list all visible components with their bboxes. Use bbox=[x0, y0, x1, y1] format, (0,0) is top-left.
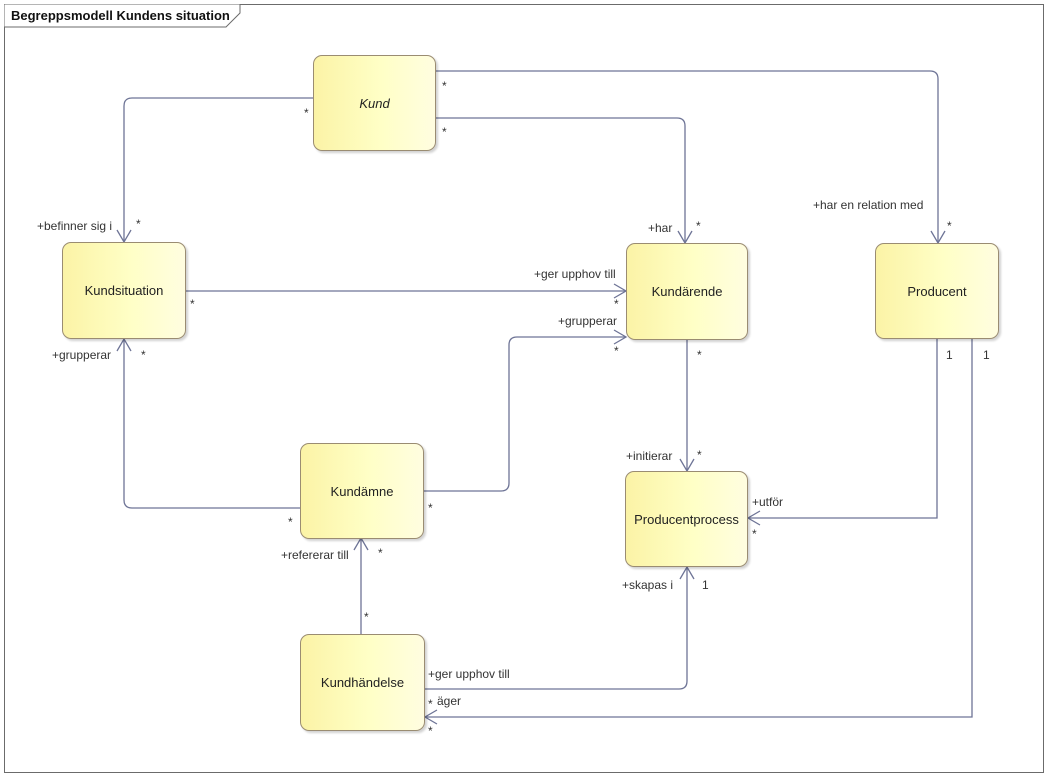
role-label: +skapas i bbox=[622, 578, 674, 592]
diagram-title: Begreppsmodell Kundens situation bbox=[11, 8, 230, 23]
role-label: +ger upphov till bbox=[534, 267, 616, 281]
arrow-head bbox=[746, 510, 761, 526]
edge-kundamne-kundarende bbox=[424, 336, 626, 492]
arrow-head bbox=[116, 337, 132, 352]
multiplicity-label: * bbox=[428, 501, 433, 515]
class-name: Kund bbox=[359, 95, 390, 111]
multiplicity-label: * bbox=[364, 610, 369, 624]
multiplicity-label: 1 bbox=[946, 348, 953, 362]
arrow-head bbox=[613, 329, 628, 345]
frame-title-tab bbox=[4, 4, 241, 28]
role-label: +utför bbox=[752, 495, 784, 509]
edge-kund-producent bbox=[436, 70, 939, 243]
edge-producent-producentprocess bbox=[748, 339, 938, 519]
multiplicity-label: * bbox=[752, 527, 757, 541]
role-label: +befinner sig i bbox=[37, 219, 113, 233]
class-name: Kundärende bbox=[651, 284, 723, 299]
edge-kund-kundsituation bbox=[123, 97, 313, 242]
role-label: äger bbox=[437, 694, 462, 708]
multiplicity-label: 1 bbox=[983, 348, 990, 362]
multiplicity-label: * bbox=[136, 217, 141, 231]
role-label: +grupperar bbox=[52, 348, 112, 362]
role-label: +initierar bbox=[626, 449, 673, 463]
class-box-producentprocess[interactable]: Producentprocess bbox=[625, 471, 748, 567]
multiplicity-label: * bbox=[190, 297, 195, 311]
association-lines bbox=[116, 70, 973, 725]
class-box-kundsituation[interactable]: Kundsituation bbox=[62, 242, 186, 339]
class-box-kundhandelse[interactable]: Kundhändelse bbox=[300, 634, 425, 731]
role-label: +refererar till bbox=[281, 548, 349, 562]
edge-kundhandelse-producentprocess bbox=[425, 567, 688, 690]
class-box-kundamne[interactable]: Kundämne bbox=[300, 443, 424, 539]
class-box-kundarende[interactable]: Kundärende bbox=[626, 243, 748, 340]
multiplicity-label: * bbox=[288, 515, 293, 529]
class-box-producent[interactable]: Producent bbox=[875, 243, 999, 339]
role-label: +grupperar bbox=[558, 314, 618, 328]
multiplicity-label: * bbox=[428, 724, 433, 738]
multiplicity-label: * bbox=[378, 546, 383, 560]
class-name: Kundhändelse bbox=[320, 675, 405, 690]
multiplicity-label: * bbox=[697, 448, 702, 462]
role-label: +ger upphov till bbox=[428, 667, 510, 681]
class-box-kund[interactable]: Kund bbox=[313, 55, 436, 151]
multiplicity-label: * bbox=[614, 297, 619, 311]
multiplicity-label: * bbox=[696, 219, 701, 233]
edge-producent-kundhandelse bbox=[425, 339, 973, 718]
diagram-frame bbox=[4, 4, 1044, 773]
multiplicity-label: * bbox=[442, 125, 447, 139]
multiplicity-label: * bbox=[697, 348, 702, 362]
role-label: +har en relation med bbox=[813, 198, 924, 212]
multiplicity-label: 1 bbox=[702, 578, 709, 592]
multiplicity-label: * bbox=[442, 79, 447, 93]
multiplicity-label: * bbox=[304, 106, 309, 120]
class-name: Kundsituation bbox=[84, 283, 164, 298]
multiplicity-label: * bbox=[428, 697, 433, 711]
multiplicity-label: * bbox=[947, 219, 952, 233]
role-label: +har bbox=[648, 221, 673, 235]
multiplicity-label: * bbox=[141, 348, 146, 362]
multiplicity-label: * bbox=[614, 344, 619, 358]
class-name: Producentprocess bbox=[634, 511, 739, 527]
arrow-head bbox=[423, 709, 438, 725]
edge-kundamne-kundsituation bbox=[123, 339, 300, 509]
class-name: Kundämne bbox=[330, 483, 394, 499]
class-name: Producent bbox=[907, 283, 967, 299]
edge-kund-kundarende bbox=[436, 117, 686, 243]
arrow-head bbox=[679, 565, 695, 580]
